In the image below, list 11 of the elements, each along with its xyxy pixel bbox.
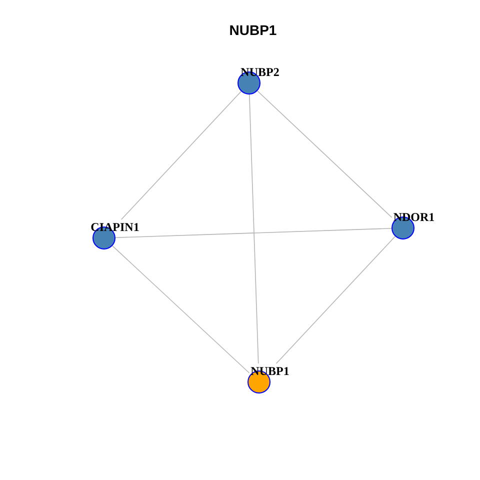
node-label: NDOR1 xyxy=(393,211,435,223)
node-label: CIAPIN1 xyxy=(90,221,140,233)
chart-title: NUBP1 xyxy=(229,22,277,38)
edge-line xyxy=(256,90,392,218)
edge-line xyxy=(276,236,396,364)
edge-line xyxy=(120,91,242,220)
node-label: NUBP2 xyxy=(240,66,280,78)
edge-line xyxy=(248,94,259,364)
edge-line xyxy=(115,228,392,238)
edge-line xyxy=(112,245,250,374)
node-label: NUBP1 xyxy=(250,365,290,377)
